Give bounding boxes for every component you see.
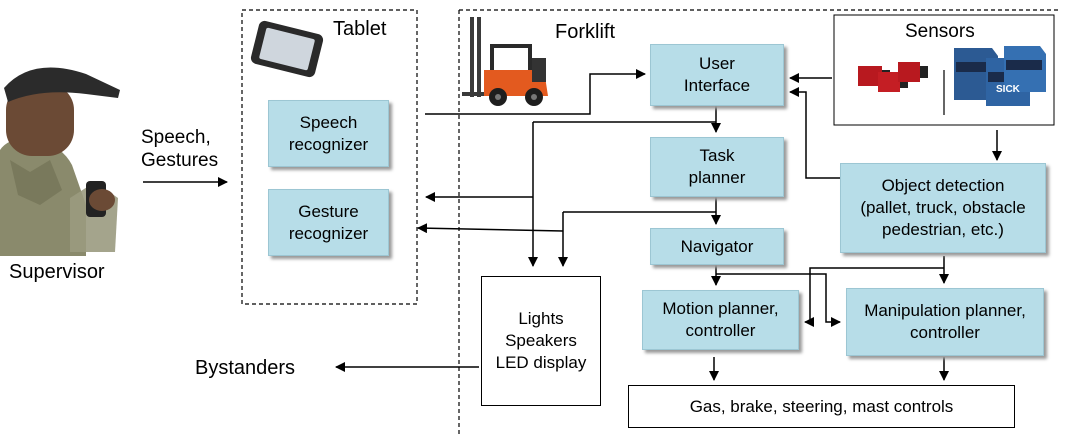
task-planner-line1: Task	[699, 146, 735, 165]
speech-to-ui-arrow	[425, 69, 646, 115]
tablet-region-border	[241, 9, 418, 305]
navigator-box: Navigator	[650, 228, 784, 265]
supervisor-label: Supervisor	[9, 261, 105, 283]
manipulation-planner-line2: controller	[910, 323, 980, 342]
vehicle-controls-label: Gas, brake, steering, mast controls	[689, 396, 954, 416]
camera-icons	[858, 62, 928, 92]
speech-recognizer-line2: recognizer	[288, 134, 369, 154]
task-planner-box: Task planner	[650, 137, 784, 197]
motion-planner-line2: controller	[685, 321, 756, 340]
speech-recognizer-line1: Speech	[299, 112, 358, 132]
navigator-line1: Navigator	[680, 236, 754, 256]
outputs-led-display: LED display	[495, 353, 587, 372]
motion-planner-box: Motion planner, controller	[642, 290, 799, 350]
user-interface-box: User Interface	[650, 44, 784, 106]
user-interface-line2: Interface	[683, 76, 751, 95]
user-interface-line1: User	[699, 54, 735, 73]
planner-crosslink-2	[804, 267, 944, 327]
gesture-recognizer-line2: recognizer	[288, 223, 369, 243]
outputs-box: Lights Speakers LED display	[481, 276, 601, 406]
forklift-illustration	[462, 17, 548, 106]
lidar-scanner-icons	[954, 46, 1046, 106]
manipulation-planner-line1: Manipulation planner,	[864, 301, 1026, 320]
planner-crosslink-3	[716, 273, 841, 327]
outputs-lights: Lights	[518, 309, 564, 328]
object-detection-line1: Object detection	[881, 176, 1005, 195]
supervisor-illustration	[0, 67, 120, 256]
manipulation-planner-box: Manipulation planner, controller	[846, 288, 1044, 356]
sensors-title: Sensors	[905, 21, 975, 42]
gesture-recognizer-line1: Gesture	[298, 201, 359, 221]
input-label-gestures: Gestures	[141, 150, 219, 171]
object-detection-box: Object detection (pallet, truck, obstacl…	[840, 163, 1046, 253]
bystanders-label: Bystanders	[195, 357, 296, 379]
vehicle-controls-box: Gas, brake, steering, mast controls	[628, 385, 1015, 428]
forklift-title: Forklift	[555, 21, 615, 43]
object-detection-to-ui-arrow	[789, 87, 840, 179]
to-gesture-recognizer-arrow	[417, 223, 564, 234]
object-detection-line2: (pallet, truck, obstacle	[860, 198, 1026, 217]
object-detection-line3: pedestrian, etc.)	[882, 220, 1004, 239]
tablet-title: Tablet	[333, 18, 387, 40]
input-label-speech: Speech,	[141, 127, 211, 148]
motion-planner-line1: Motion planner,	[662, 299, 779, 318]
outputs-speakers: Speakers	[505, 331, 577, 350]
task-planner-line2: planner	[688, 168, 746, 187]
sensor-brand-badge: SICK	[996, 84, 1020, 95]
gesture-recognizer-box: Gesture recognizer	[268, 189, 389, 256]
speech-recognizer-box: Speech recognizer	[268, 100, 389, 167]
tablet-device-illustration	[250, 20, 324, 78]
